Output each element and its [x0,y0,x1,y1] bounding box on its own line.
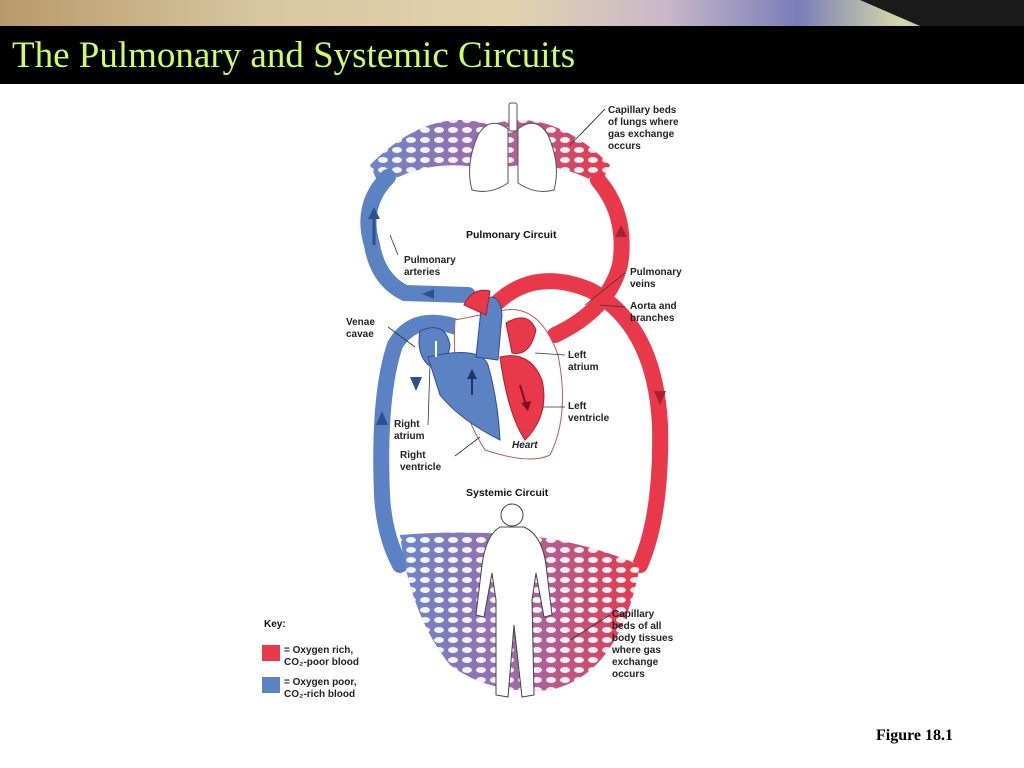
venae-cavae-label: Venae cavae [346,317,375,340]
circulation-diagram: Pulmonary Circuit Systemic Circuit Heart… [250,95,730,710]
heart-label: Heart [512,440,538,451]
right-ventricle [427,352,501,441]
figure-label: Figure 18.1 [876,727,954,744]
left-atrium-label: Left atrium [568,350,599,373]
oxygen-poor-swatch [262,677,280,693]
human-figure [475,503,553,698]
right-ventricle-label: Right ventricle [400,450,442,473]
left-ventricle [499,355,545,441]
leader-lines [387,108,626,641]
title-bar [0,26,1024,84]
right-atrium-label: Right atrium [394,419,425,442]
lung-capillary-label: Capillary beds of lungs where gas exchan… [608,105,679,152]
pulmonary-veins-label: Pulmonary veins [630,267,682,290]
aorta-label: Aorta and branches [630,301,677,324]
pulmonary-artery-vessel [360,169,476,303]
oxygen-poor-key: = Oxygen poor, CO₂-rich blood [284,677,357,700]
oxygen-rich-key: = Oxygen rich, CO₂-poor blood [284,645,359,668]
decorative-header-strip [0,0,1024,26]
slide-title: The Pulmonary and Systemic Circuits [12,35,576,76]
left-ventricle-label: Left ventricle [568,401,610,424]
oxygen-rich-swatch [262,645,280,661]
lungs [469,102,557,192]
body-capillary-label: Capillary beds of all body tissues where… [612,609,674,680]
systemic-circuit-heading: Systemic Circuit [466,487,549,499]
venae-cavae-vessel [373,314,473,573]
left-atrium [505,317,537,355]
heart [418,289,563,460]
pulmonary-arteries-label: Pulmonary arteries [404,255,456,278]
pulmonary-circuit-heading: Pulmonary Circuit [466,229,557,241]
pulmonary-vein-vessel [547,172,630,343]
key-title: Key: [264,619,286,630]
aorta-vessel [482,273,669,573]
